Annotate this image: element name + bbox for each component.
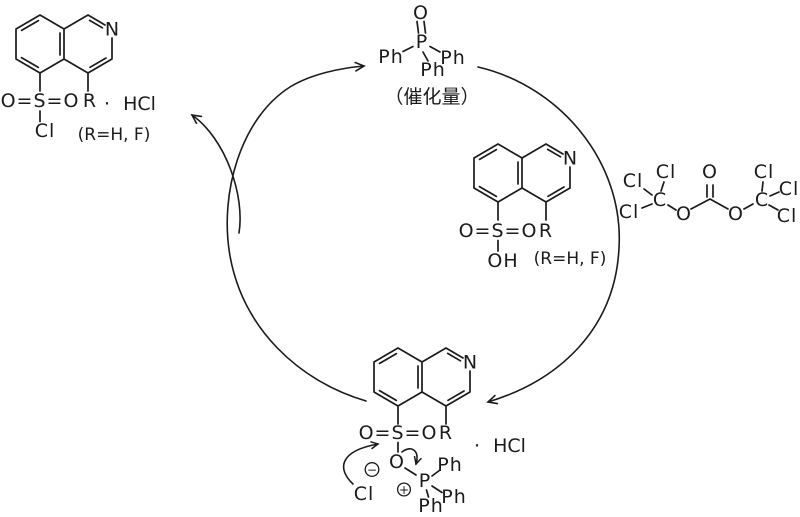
tp-cl-left-southwest: Cl: [619, 201, 640, 223]
catalytic-amount-note: （催化量）: [384, 86, 479, 108]
tp-cl-right-southeast: Cl: [777, 205, 798, 227]
minus-charge-circle: [364, 462, 380, 477]
sulfonic-acid-structure: O=S=O OH R (R=H, F): [459, 143, 607, 272]
catalyst-ph-down: Ph: [420, 59, 446, 81]
int-ph-right-upper: Ph: [437, 454, 463, 476]
intermediate-ring: [373, 347, 479, 425]
int-ph-bottom: Ph: [418, 495, 444, 517]
tp-o-bridge-right: O: [728, 203, 744, 225]
o-p-bond-arrow: [401, 448, 417, 464]
int-substituent: R: [439, 422, 453, 444]
tp-cl-right-top: Cl: [754, 161, 775, 183]
acid-sulfonyl: O=S=O: [459, 220, 538, 242]
o-p-bond: [404, 467, 417, 476]
product-substituent-note: (R=H, F): [78, 125, 151, 145]
acid-hydroxyl: OH: [487, 250, 518, 272]
product-hydrochloride: · HCl: [104, 93, 156, 115]
plus-charge: +: [399, 483, 409, 497]
tp-cl-right-east: Cl: [779, 178, 800, 200]
p-ph-bonds: [402, 45, 441, 62]
tp-carbon-left: C: [653, 189, 667, 211]
product-chloro: Cl: [35, 120, 56, 142]
chloride-attack-arrow: [342, 444, 378, 485]
product-structure: O=S=O Cl R · HCl (R=H, F): [1, 14, 156, 145]
tp-o-bridge-left: O: [676, 203, 692, 225]
intermediate-structure: O=S=O R · HCl O P + Ph Ph Ph − Cl: [342, 347, 526, 517]
acid-ring: [473, 143, 579, 221]
product-release-arrow: [190, 113, 241, 234]
catalyst-structure: O P Ph Ph Ph （催化量）: [378, 2, 479, 108]
tp-carbon-right: C: [755, 189, 769, 211]
int-sulfonyl: O=S=O: [359, 422, 438, 444]
int-o-bridge: O: [389, 451, 405, 473]
tp-bonds: [641, 181, 780, 211]
product-substituent: R: [83, 90, 97, 112]
triphosgene-structure: Cl Cl Cl C O O O C Cl Cl Cl: [619, 161, 800, 227]
catalyst-oxygen: O: [413, 2, 429, 24]
tp-cl-left-top: Cl: [656, 161, 677, 183]
int-hydrochloride: · HCl: [474, 435, 526, 457]
product-sulfonyl: O=S=O: [1, 90, 80, 112]
cycle-arrows: [190, 61, 620, 405]
p-ph-bonds-int: [425, 469, 443, 498]
catalyst-phosphorus: P: [416, 31, 428, 53]
p-o-double-bond: [416, 20, 427, 34]
tp-o-carbonyl: O: [702, 161, 718, 183]
catalyst-ph-left: Ph: [378, 46, 404, 68]
plus-charge-circle: [396, 482, 412, 497]
minus-charge: −: [367, 463, 377, 477]
int-phosphorus: P: [419, 470, 431, 492]
product-ring: [15, 14, 121, 92]
cycle-arrow-right: [477, 66, 620, 405]
int-chloride: Cl: [354, 483, 375, 505]
catalyst-ph-right: Ph: [440, 47, 466, 69]
tp-cl-left-west: Cl: [623, 170, 644, 192]
acid-substituent: R: [539, 220, 553, 242]
cycle-arrow-left: [226, 61, 367, 402]
int-ph-right-lower: Ph: [441, 486, 467, 508]
acid-substituent-note: (R=H, F): [534, 249, 607, 269]
